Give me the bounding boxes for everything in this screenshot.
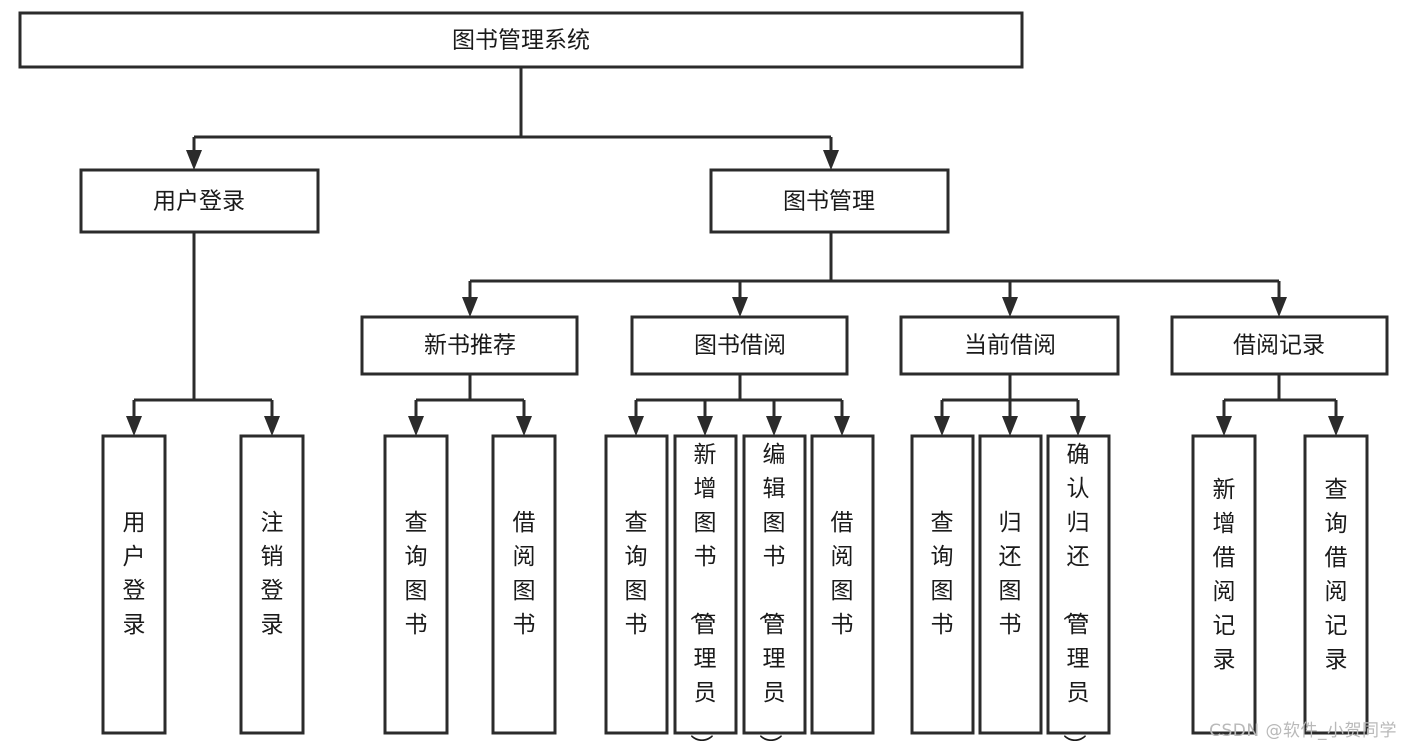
node-leaf-borrow-book-2[interactable]: 借阅图书	[810, 434, 875, 735]
node-book-manage[interactable]: 图书管理	[709, 168, 950, 234]
node-leaf-query-book-2[interactable]: 查询图书	[604, 434, 669, 735]
edge-current-borrow-bus	[940, 374, 1080, 418]
node-book-borrow-label: 图书借阅	[694, 333, 786, 359]
node-new-book-rec-label: 新书推荐	[424, 333, 516, 359]
node-user-login[interactable]: 用户登录	[79, 168, 320, 234]
node-current-borrow-box	[899, 315, 1120, 376]
node-leaf-logout[interactable]: 注销登录	[239, 434, 305, 735]
arrow-to-book-manage	[823, 150, 839, 170]
edge-new-book-rec-bus	[414, 374, 526, 418]
edge-book-borrow-bus	[634, 374, 844, 418]
node-user-login-label: 用户登录	[153, 189, 245, 215]
node-new-book-rec-box	[360, 315, 579, 376]
arrow-to-leaf-confirm-return	[1070, 416, 1086, 436]
node-leaf-return-book-label: 归还图书	[999, 510, 1022, 638]
edge-group-new-book-rec-to-leaves	[408, 374, 532, 436]
arrow-to-leaf-query-record	[1328, 416, 1344, 436]
arrow-to-leaf-add-book	[697, 416, 713, 436]
node-leaf-query-book-1-box	[383, 434, 449, 735]
node-borrow-record[interactable]: 借阅记录	[1170, 315, 1389, 376]
node-book-manage-box	[709, 168, 950, 234]
arrow-to-leaf-user-login	[126, 416, 142, 436]
node-leaf-add-record-label: 新增借阅记录	[1213, 477, 1236, 673]
node-leaf-query-book-2-label: 查询图书	[625, 510, 648, 638]
node-leaf-logout-label: 注销登录	[261, 510, 284, 638]
node-leaf-borrow-book-1-label: 借阅图书	[513, 510, 536, 638]
node-leaf-query-record[interactable]: 查询借阅记录	[1303, 434, 1369, 735]
node-leaf-add-book-box	[673, 434, 738, 735]
node-leaf-add-record[interactable]: 新增借阅记录	[1191, 434, 1257, 735]
edge-group-borrow-record-to-leaves	[1216, 374, 1344, 436]
arrow-to-new-book-rec	[462, 297, 478, 317]
node-root-box	[18, 11, 1024, 69]
node-leaf-add-book[interactable]: 新增图书（管理员）	[673, 434, 738, 747]
node-leaf-edit-book-box	[742, 434, 807, 735]
node-leaf-borrow-book-1-box	[491, 434, 557, 735]
node-leaf-edit-book[interactable]: 编辑图书（管理员）	[742, 434, 807, 747]
node-current-borrow-label: 当前借阅	[964, 333, 1056, 359]
arrow-to-book-borrow	[732, 297, 748, 317]
csdn-watermark: CSDN @软件_小贺同学	[1209, 721, 1397, 741]
node-leaf-edit-book-label: 编辑图书（管理员）	[757, 442, 786, 747]
edge-borrow-record-bus	[1222, 374, 1338, 418]
arrow-to-user-login	[186, 150, 202, 170]
edge-book-manage-bus	[468, 232, 1281, 299]
arrow-to-leaf-edit-book	[766, 416, 782, 436]
edge-group-current-borrow-to-leaves	[934, 374, 1086, 436]
node-leaf-borrow-book-2-box	[810, 434, 875, 735]
node-borrow-record-label: 借阅记录	[1233, 333, 1325, 359]
edge-group-root-to-level2	[186, 67, 839, 170]
node-book-manage-label: 图书管理	[783, 189, 875, 215]
node-leaf-query-record-box	[1303, 434, 1369, 735]
node-leaf-query-book-3-box	[910, 434, 975, 735]
node-current-borrow[interactable]: 当前借阅	[899, 315, 1120, 376]
edge-user-login-bus	[132, 232, 274, 418]
node-book-borrow-box	[630, 315, 849, 376]
arrow-to-leaf-query-book-1	[408, 416, 424, 436]
node-leaf-borrow-book-1[interactable]: 借阅图书	[491, 434, 557, 735]
node-root-system[interactable]: 图书管理系统	[18, 11, 1024, 69]
arrow-to-leaf-logout	[264, 416, 280, 436]
node-leaf-query-book-1-label: 查询图书	[405, 510, 428, 638]
arrow-to-leaf-query-book-2	[628, 416, 644, 436]
arrow-to-leaf-query-book-3	[934, 416, 950, 436]
node-leaf-query-book-2-box	[604, 434, 669, 735]
arrow-to-current-borrow	[1002, 297, 1018, 317]
node-leaf-confirm-return-box	[1046, 434, 1111, 735]
node-leaf-user-login-box	[101, 434, 167, 735]
arrow-to-leaf-return-book	[1002, 416, 1018, 436]
node-leaf-return-book[interactable]: 归还图书	[978, 434, 1043, 735]
edge-group-book-borrow-to-leaves	[628, 374, 850, 436]
edge-root-bus	[192, 67, 833, 152]
node-leaf-confirm-return-label: 确认归还（管理员）	[1061, 442, 1090, 747]
node-leaf-logout-box	[239, 434, 305, 735]
edge-group-user-login-to-leaves	[126, 232, 280, 436]
node-new-book-rec[interactable]: 新书推荐	[360, 315, 579, 376]
arrow-to-borrow-record	[1271, 297, 1287, 317]
arrow-to-leaf-borrow-book-1	[516, 416, 532, 436]
node-leaf-add-book-label: 新增图书（管理员）	[688, 442, 717, 747]
node-leaf-confirm-return[interactable]: 确认归还（管理员）	[1046, 434, 1111, 747]
arrow-to-leaf-add-record	[1216, 416, 1232, 436]
node-leaf-return-book-box	[978, 434, 1043, 735]
node-user-login-box	[79, 168, 320, 234]
node-leaf-user-login[interactable]: 用户登录	[101, 434, 167, 735]
node-borrow-record-box	[1170, 315, 1389, 376]
arrow-to-leaf-borrow-book-2	[834, 416, 850, 436]
edge-group-book-manage-to-level3	[462, 232, 1287, 317]
node-root-label: 图书管理系统	[452, 28, 590, 54]
node-leaf-query-book-3[interactable]: 查询图书	[910, 434, 975, 735]
node-leaf-user-login-label: 用户登录	[123, 510, 146, 638]
node-leaf-add-record-box	[1191, 434, 1257, 735]
node-leaf-query-book-3-label: 查询图书	[931, 510, 954, 638]
node-book-borrow[interactable]: 图书借阅	[630, 315, 849, 376]
node-leaf-borrow-book-2-label: 借阅图书	[831, 510, 854, 638]
node-leaf-query-book-1[interactable]: 查询图书	[383, 434, 449, 735]
node-leaf-query-record-label: 查询借阅记录	[1325, 477, 1348, 673]
